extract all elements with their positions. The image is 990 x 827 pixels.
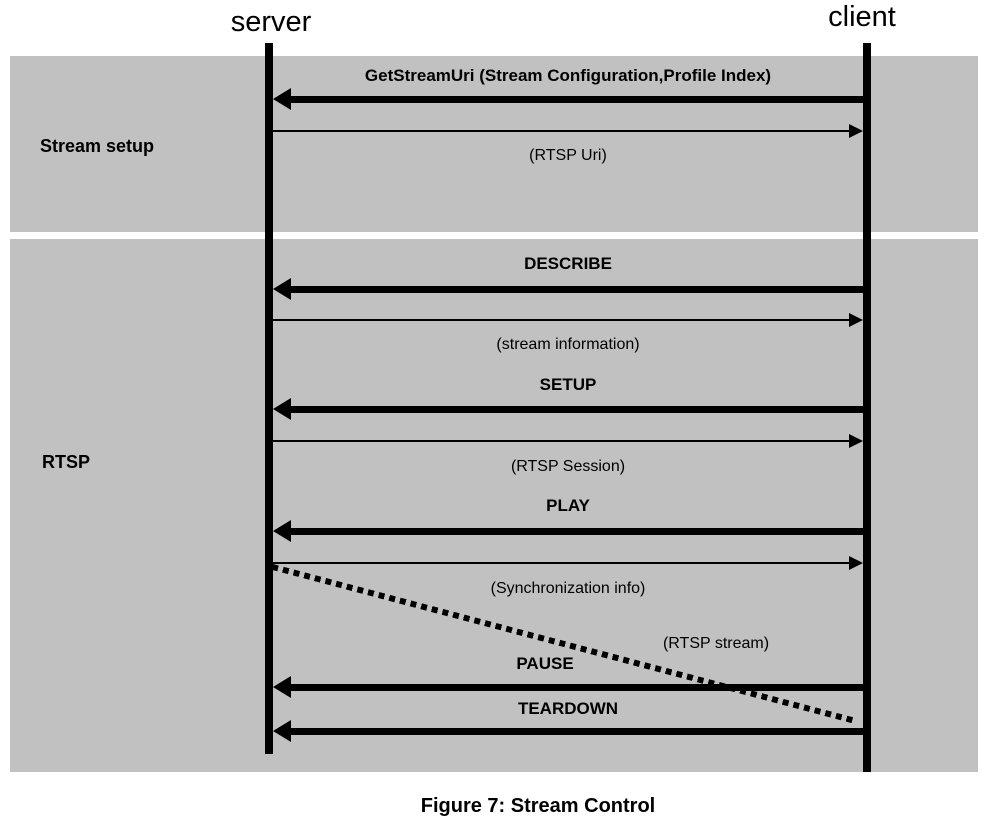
- participant-client-label: client: [828, 1, 896, 33]
- message-label-stream-information: (stream information): [496, 336, 640, 353]
- message-label-teardown: TEARDOWN: [517, 699, 619, 718]
- arrow-shaft: [273, 562, 851, 564]
- arrowhead-left-icon: [273, 720, 291, 742]
- arrowhead-left-icon: [273, 88, 291, 110]
- figure-caption: Figure 7: Stream Control: [420, 795, 656, 817]
- section-label-rtsp: RTSP: [42, 452, 91, 472]
- arrow-shaft: [283, 684, 863, 691]
- arrow-shaft: [283, 96, 863, 103]
- message-label-play: PLAY: [546, 496, 590, 515]
- arrow-shaft: [273, 319, 851, 321]
- message-label-describe: DESCRIBE: [524, 254, 612, 273]
- arrow-shaft: [273, 440, 851, 442]
- section-label-stream-setup: Stream setup: [40, 136, 155, 156]
- arrow-shaft: [283, 286, 863, 293]
- arrow-shaft: [283, 728, 863, 735]
- participant-server-label: server: [230, 6, 312, 38]
- arrowhead-right-icon: [849, 556, 863, 570]
- client-lifeline: [863, 43, 871, 772]
- section-band-rtsp: [10, 239, 978, 772]
- arrow-shaft: [273, 130, 851, 132]
- message-label-pause: PAUSE: [516, 654, 574, 673]
- message-label-rtsp-uri: (RTSP Uri): [529, 147, 607, 164]
- arrowhead-right-icon: [849, 434, 863, 448]
- arrowhead-left-icon: [273, 278, 291, 300]
- arrowhead-left-icon: [273, 676, 291, 698]
- section-band-stream-setup: [10, 56, 978, 232]
- message-label-setup: SETUP: [539, 375, 597, 394]
- arrow-shaft: [283, 406, 863, 413]
- arrowhead-left-icon: [273, 398, 291, 420]
- message-label-synchronization-info: (Synchronization info): [490, 580, 646, 597]
- message-label-rtsp-stream: (RTSP stream): [662, 635, 770, 652]
- arrowhead-right-icon: [849, 124, 863, 138]
- server-lifeline: [265, 43, 273, 754]
- arrow-shaft: [283, 528, 863, 535]
- message-label-getstreamuri: GetStreamUri (Stream Configuration,Profi…: [364, 66, 772, 85]
- arrowhead-right-icon: [849, 313, 863, 327]
- message-label-rtsp-session: (RTSP Session): [510, 458, 626, 475]
- arrowhead-left-icon: [273, 520, 291, 542]
